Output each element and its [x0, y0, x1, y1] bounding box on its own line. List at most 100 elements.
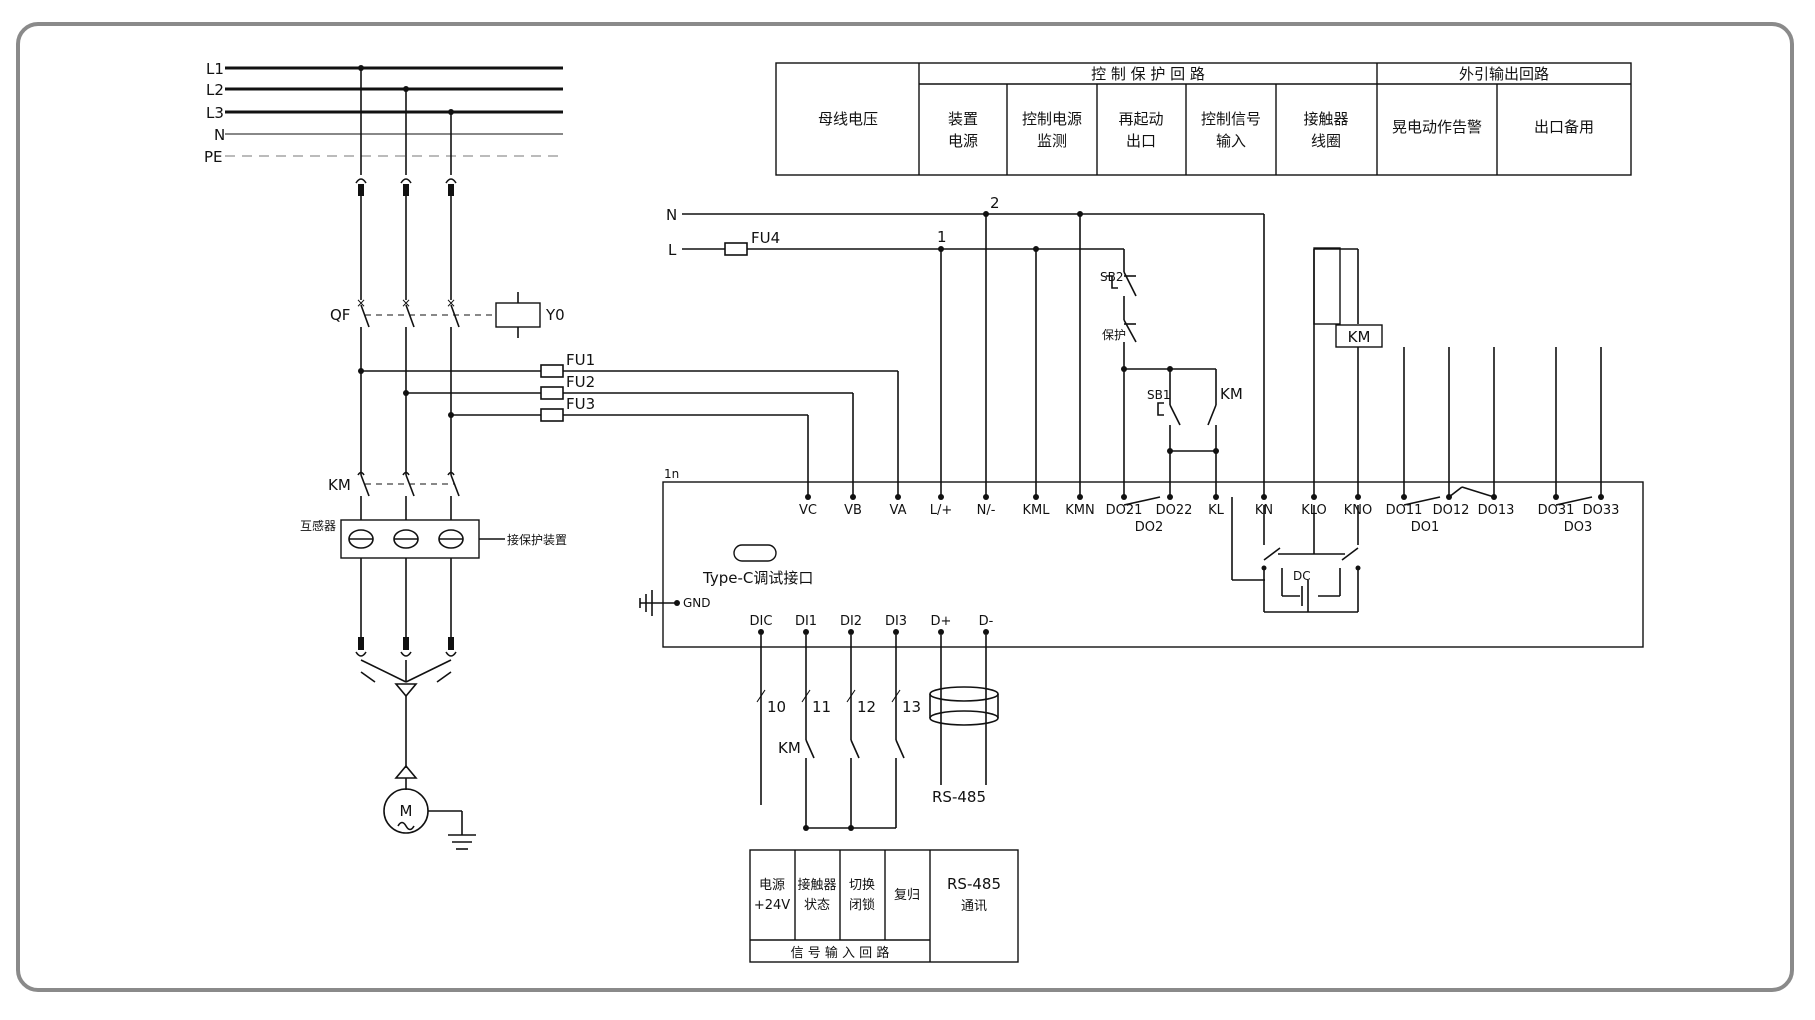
control-n-label: N: [666, 206, 677, 224]
phase-conductors: × × ×: [355, 68, 496, 475]
terminal-do33: DO33: [1583, 503, 1620, 518]
col-coil-l1: 接触器: [1303, 110, 1348, 128]
sb1-label: SB1: [1147, 388, 1170, 402]
terminal-kml: KML: [1023, 503, 1051, 518]
main-contactor: [357, 471, 460, 520]
terminal-do12: DO12: [1433, 503, 1470, 518]
terminal-l-plus: L/+: [930, 503, 953, 518]
terminal-do22: DO22: [1156, 503, 1193, 518]
input-col-rs485-l1: RS-485: [947, 875, 1001, 893]
header-table: [775, 62, 1632, 176]
bus-label-pe: PE: [204, 148, 223, 166]
col-control-input-l2: 输入: [1216, 132, 1246, 150]
ground-icon: [639, 590, 680, 616]
svg-text:×: ×: [356, 296, 366, 310]
wire-12: 12: [857, 698, 876, 716]
typec-port-icon: [733, 544, 777, 562]
motor-feeder: [355, 558, 476, 850]
terminal-vc: VC: [799, 503, 817, 518]
node-2-label: 2: [990, 194, 1000, 212]
bus-voltage-cell: 母线电压: [818, 110, 878, 128]
shunt-trip-label: Y0: [545, 306, 565, 324]
fuse-fu1-label: FU1: [566, 351, 595, 369]
input-km-label: KM: [778, 739, 801, 757]
terminal-kl: KL: [1208, 503, 1225, 518]
col-coil-l2: 线圈: [1311, 132, 1341, 150]
protection-device: [662, 481, 1644, 648]
col-device-power-l2: 电源: [948, 132, 978, 150]
terminal-do21: DO21: [1106, 503, 1143, 518]
control-group-header: 控 制 保 护 回 路: [1091, 65, 1205, 83]
device-top-terminals: [805, 486, 1604, 506]
group-do2: DO2: [1135, 520, 1164, 535]
input-col-status-l2: 状态: [804, 898, 830, 913]
typec-label: Type-C调试接口: [702, 569, 813, 587]
terminal-n-minus: N/-: [977, 503, 996, 518]
control-switches: [1106, 271, 1219, 495]
control-l-label: L: [668, 241, 677, 259]
col-restart-l2: 出口: [1126, 132, 1156, 150]
fuse-fu3-label: FU3: [566, 395, 595, 413]
contactor-label: KM: [328, 476, 351, 494]
svg-text:×: ×: [401, 296, 411, 310]
col-alarm: 晃电动作告警: [1392, 118, 1482, 136]
terminal-kmn: KMN: [1065, 503, 1094, 518]
terminal-d-plus: D+: [931, 614, 952, 629]
shunt-trip-coil: [495, 292, 541, 338]
col-control-monitor-l1: 控制电源: [1022, 110, 1082, 128]
svg-text:×: ×: [446, 296, 456, 310]
input-col-status-l1: 接触器: [797, 877, 836, 893]
device-name: 1n: [664, 467, 679, 481]
km-coil: [1313, 247, 1383, 495]
input-col-power-l1: 电源: [759, 878, 785, 893]
terminal-dic: DIC: [750, 614, 773, 629]
sb2-label: SB2: [1100, 270, 1123, 284]
group-do1: DO1: [1411, 520, 1440, 535]
km-aux-contact-label: KM: [1220, 385, 1243, 403]
bus-label-l1: L1: [206, 60, 224, 78]
dc-changeover: [1231, 497, 1361, 613]
fuse-fu4-label: FU4: [751, 229, 780, 247]
dc-label: DC: [1293, 569, 1311, 583]
col-restart-l1: 再起动: [1118, 110, 1163, 128]
terminal-di1: DI1: [795, 614, 817, 629]
terminal-do11: DO11: [1386, 503, 1423, 518]
device-bottom-terminals: [758, 629, 989, 635]
input-table: [749, 849, 1019, 963]
bus-label-l3: L3: [206, 104, 224, 122]
col-control-input-l1: 控制信号: [1201, 110, 1261, 128]
terminal-di3: DI3: [885, 614, 907, 629]
fuse-fu2-label: FU2: [566, 373, 595, 391]
input-circuit: [756, 635, 999, 831]
motor-label: M: [400, 802, 413, 820]
control-supply: [682, 211, 1265, 495]
terminal-do13: DO13: [1478, 503, 1515, 518]
input-col-power-l2: +24V: [754, 898, 790, 913]
wire-11: 11: [812, 698, 831, 716]
ct-note: 接保护装置: [507, 532, 567, 547]
terminal-d-minus: D-: [979, 614, 994, 629]
km-coil-label: KM: [1348, 328, 1371, 346]
breaker-label: QF: [330, 306, 350, 324]
gnd-label: GND: [683, 596, 711, 610]
terminal-di2: DI2: [840, 614, 862, 629]
main-busbars: L1 L2 L3 N PE: [204, 60, 563, 166]
input-col-lock-l2: 闭锁: [849, 897, 875, 913]
ct-label: 互感器: [300, 518, 336, 533]
group-do3: DO3: [1564, 520, 1593, 535]
input-col-rs485-l2: 通讯: [961, 899, 987, 914]
node-1-label: 1: [937, 228, 947, 246]
input-col-lock-l1: 切换: [849, 878, 875, 893]
col-spare-output: 出口备用: [1534, 118, 1594, 136]
bus-label-l2: L2: [206, 81, 224, 99]
bus-label-n: N: [214, 126, 225, 144]
diagram-frame: [16, 22, 1794, 992]
current-transformer: [340, 519, 505, 559]
input-table-footer: 信 号 输 入 回 路: [791, 945, 890, 961]
input-col-reset: 复归: [894, 888, 920, 903]
col-device-power-l1: 装置: [948, 110, 978, 128]
col-control-monitor-l2: 监测: [1037, 132, 1067, 150]
output-group-header: 外引输出回路: [1459, 65, 1549, 83]
wire-10: 10: [767, 698, 786, 716]
